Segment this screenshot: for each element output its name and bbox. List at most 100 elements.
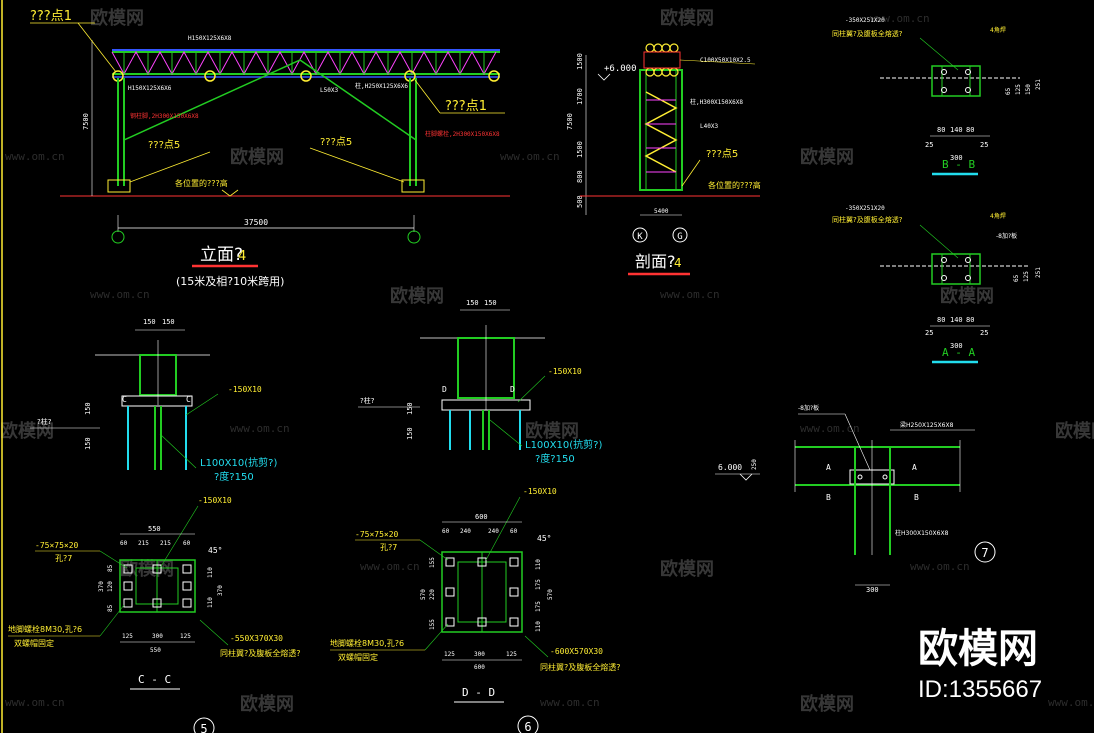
cc-rvdim: 110 — [207, 597, 214, 608]
d7-column-label: 柱H300X150X6X8 — [895, 529, 949, 537]
truss-web-diagonals — [111, 50, 497, 76]
section-member-l: L40X3 — [700, 123, 718, 130]
label-point5-mid: ???点5 — [320, 136, 352, 148]
label-point5-left: ???点5 — [148, 139, 180, 151]
detail-bb: -350X251X20 同柱翼?及腹板全熔透? 4角焊 80 140 80 25… — [832, 17, 1042, 176]
leader-line — [424, 623, 449, 651]
leader-line — [99, 550, 128, 569]
bb-dim: 300 — [950, 154, 963, 162]
member-label-bottom: H150X125X6X6 — [128, 85, 172, 92]
leader-line — [517, 375, 546, 403]
cc-vdim: 85 — [107, 564, 114, 572]
aa-weld-label: 4角焊 — [990, 212, 1006, 220]
member-label-top: H150X125X6X8 — [188, 35, 232, 42]
d-dim-top: 150 — [484, 299, 497, 307]
section-member-top: C100X50X10X2.5 — [700, 57, 751, 64]
dd-dim-top: 240 — [488, 528, 499, 535]
d-vdim: 150 — [406, 427, 414, 440]
cc-dim-top: 215 — [138, 540, 149, 547]
leader-line — [844, 413, 871, 471]
column-base-left — [107, 179, 131, 193]
d7-bolts — [857, 474, 888, 480]
dd-anchor-bolts — [445, 557, 519, 627]
section-dim: 500 — [576, 195, 584, 208]
c-dim-top: 150 — [162, 318, 175, 326]
bb-vdim: 251 — [1035, 79, 1042, 90]
aa-vdim: 251 — [1035, 267, 1042, 278]
bb-dim: 140 — [950, 126, 963, 134]
leader-line — [77, 22, 117, 73]
label-point1-right: ???点1 — [445, 99, 487, 114]
cc-vdim: 120 — [107, 581, 114, 592]
d-shear-key — [482, 410, 490, 450]
elevation-view: 7500 37500 ???点1 ???点1 ???点5 ???点5 H150X… — [30, 9, 510, 288]
c-anchor-bolts — [127, 406, 187, 470]
dd-plate-label: -150X10 — [523, 487, 557, 496]
aa-weld-note: 同柱翼?及腹板全熔透? — [832, 215, 903, 224]
cc-dim-top: 60 — [183, 540, 191, 547]
aa-dim: 80 — [966, 316, 974, 324]
watermark-brand: 欧模网 — [1055, 420, 1094, 442]
cc-dim-top: 215 — [160, 540, 171, 547]
watermark-brand: 欧模网 — [800, 693, 854, 715]
watermark-url: www.om.cn — [870, 12, 930, 25]
dd-dim-top: 240 — [460, 528, 471, 535]
dd-dim-bot: 125 — [506, 651, 517, 658]
watermark-layer: 欧模网 欧模网 www.om.cn www.om.cn 欧模网 www.om.c… — [0, 7, 1094, 715]
d7-detail-number: 7 — [981, 546, 988, 560]
c-base-plate — [121, 395, 193, 407]
section-dim: 7500 — [566, 113, 574, 130]
elevation-subtitle: (15米及相?10米跨用) — [176, 275, 284, 288]
axis-circle-g — [672, 227, 688, 243]
elevation-columns — [117, 78, 417, 186]
plan-cc: -150X10 550 60 215 215 60 -75×75×20 孔?7 … — [8, 496, 301, 733]
leader-line — [679, 59, 756, 65]
dd-hole-label: 孔?7 — [380, 543, 397, 552]
bb-vdim: 150 — [1025, 84, 1032, 95]
column-base-right — [401, 179, 425, 193]
section-dim: 1500 — [576, 141, 584, 158]
bb-dim: 25 — [925, 141, 933, 149]
cc-angle-label: -75×75×20 — [35, 541, 79, 550]
c-column-top-note: ?柱? — [37, 417, 52, 426]
dd-angle45: 45° — [537, 534, 551, 543]
cc-bolts-label: 地脚螺栓8M30,孔?6 — [8, 624, 82, 634]
watermark-url: www.om.cn — [360, 560, 420, 573]
d7-member-label: 梁H250X125X6X8 — [900, 421, 954, 429]
axis-circle-k — [632, 227, 648, 243]
leader-line — [681, 159, 701, 187]
d7-plate-label: -8加?板 — [798, 404, 819, 412]
c-shear-key — [154, 406, 162, 470]
aa-dim: 300 — [950, 342, 963, 350]
aa-dim: 25 — [980, 329, 988, 337]
d7-detail-circle — [974, 541, 996, 563]
dd-nut-label: 双螺帽固定 — [338, 652, 378, 662]
bb-dim: 80 — [966, 126, 974, 134]
elevation-title-number: 4 — [238, 249, 246, 264]
aa-bolts — [941, 257, 971, 281]
d7-elev: 6.000 — [718, 463, 742, 472]
d-anchor-bolts — [449, 410, 521, 450]
big-watermark-id: ID:1355667 — [918, 676, 1042, 703]
dd-angle-label: -75×75×20 — [355, 530, 399, 539]
bb-weld-note: 同柱翼?及腹板全熔透? — [832, 29, 903, 38]
cc-title: C - C — [138, 673, 171, 686]
dd-bolts-label: 地脚螺栓8M30,孔?6 — [330, 638, 404, 648]
dd-detail-number: 6 — [524, 720, 531, 733]
ground-note: 各位置的???高 — [175, 178, 228, 188]
axis-circle-left — [111, 230, 125, 244]
dd-dim-bot: 125 — [444, 651, 455, 658]
leader-line — [199, 619, 229, 646]
c-section-tag: C — [122, 395, 127, 404]
d-angle-length: ?度?150 — [535, 452, 575, 465]
c-vdim: 150 — [84, 402, 92, 415]
dd-dim-bot: 600 — [474, 664, 485, 671]
detail-d-elevation: 150 150 D D -150X10 L100X10(抗剪?) ?度?150 … — [358, 299, 602, 465]
c-plate-label: -150X10 — [228, 385, 262, 394]
bb-vdim: 125 — [1015, 84, 1022, 95]
elevation-triangle — [739, 473, 753, 481]
cc-dim-bot: 125 — [122, 633, 133, 640]
section-ground-note: 各位置的???高 — [708, 180, 761, 190]
section-struts — [646, 99, 676, 173]
dd-rvdim: 110 — [535, 621, 542, 632]
